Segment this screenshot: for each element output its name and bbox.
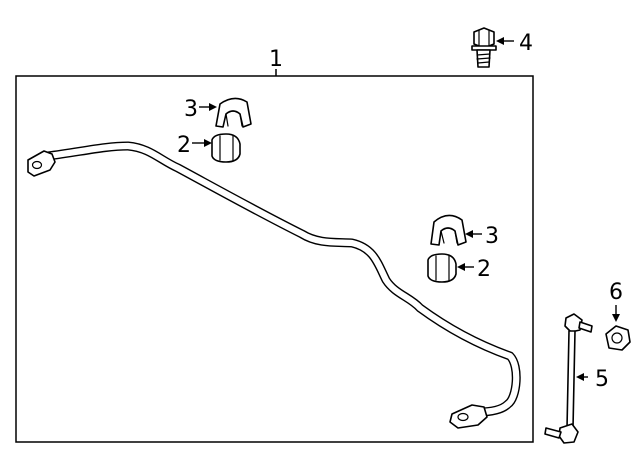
callout-2a-label: 2	[177, 133, 191, 158]
bushing-right	[427, 253, 457, 283]
callout-6-arrowhead	[612, 314, 620, 322]
callout-5-arrowhead	[576, 373, 584, 381]
callout-2b-label: 2	[477, 257, 491, 282]
bracket-right	[430, 214, 467, 246]
bar-right-eye-end	[449, 404, 488, 429]
callout-3a-label: 3	[184, 97, 198, 122]
bushing-upper-left	[211, 133, 241, 163]
callout-2b-arrowhead	[457, 263, 465, 271]
bar-left-eye-end	[27, 150, 56, 177]
callout-4-label: 4	[519, 31, 533, 56]
callout-5-label: 5	[595, 367, 609, 392]
bracket-upper-left	[215, 97, 252, 128]
callout-3b-arrowhead	[465, 230, 473, 238]
callout-6-label: 6	[609, 280, 623, 305]
callout-3a-arrowhead	[209, 103, 217, 111]
stabilizer-bar	[43, 141, 521, 417]
stabilizer-link	[544, 313, 593, 444]
nut	[605, 325, 631, 351]
callout-1-label: 1	[269, 47, 283, 72]
assembly-frame	[15, 75, 534, 443]
callout-2a-arrowhead	[204, 139, 212, 147]
callout-4-arrowhead	[496, 37, 504, 45]
bolt	[471, 27, 497, 68]
callout-3b-label: 3	[485, 224, 499, 249]
